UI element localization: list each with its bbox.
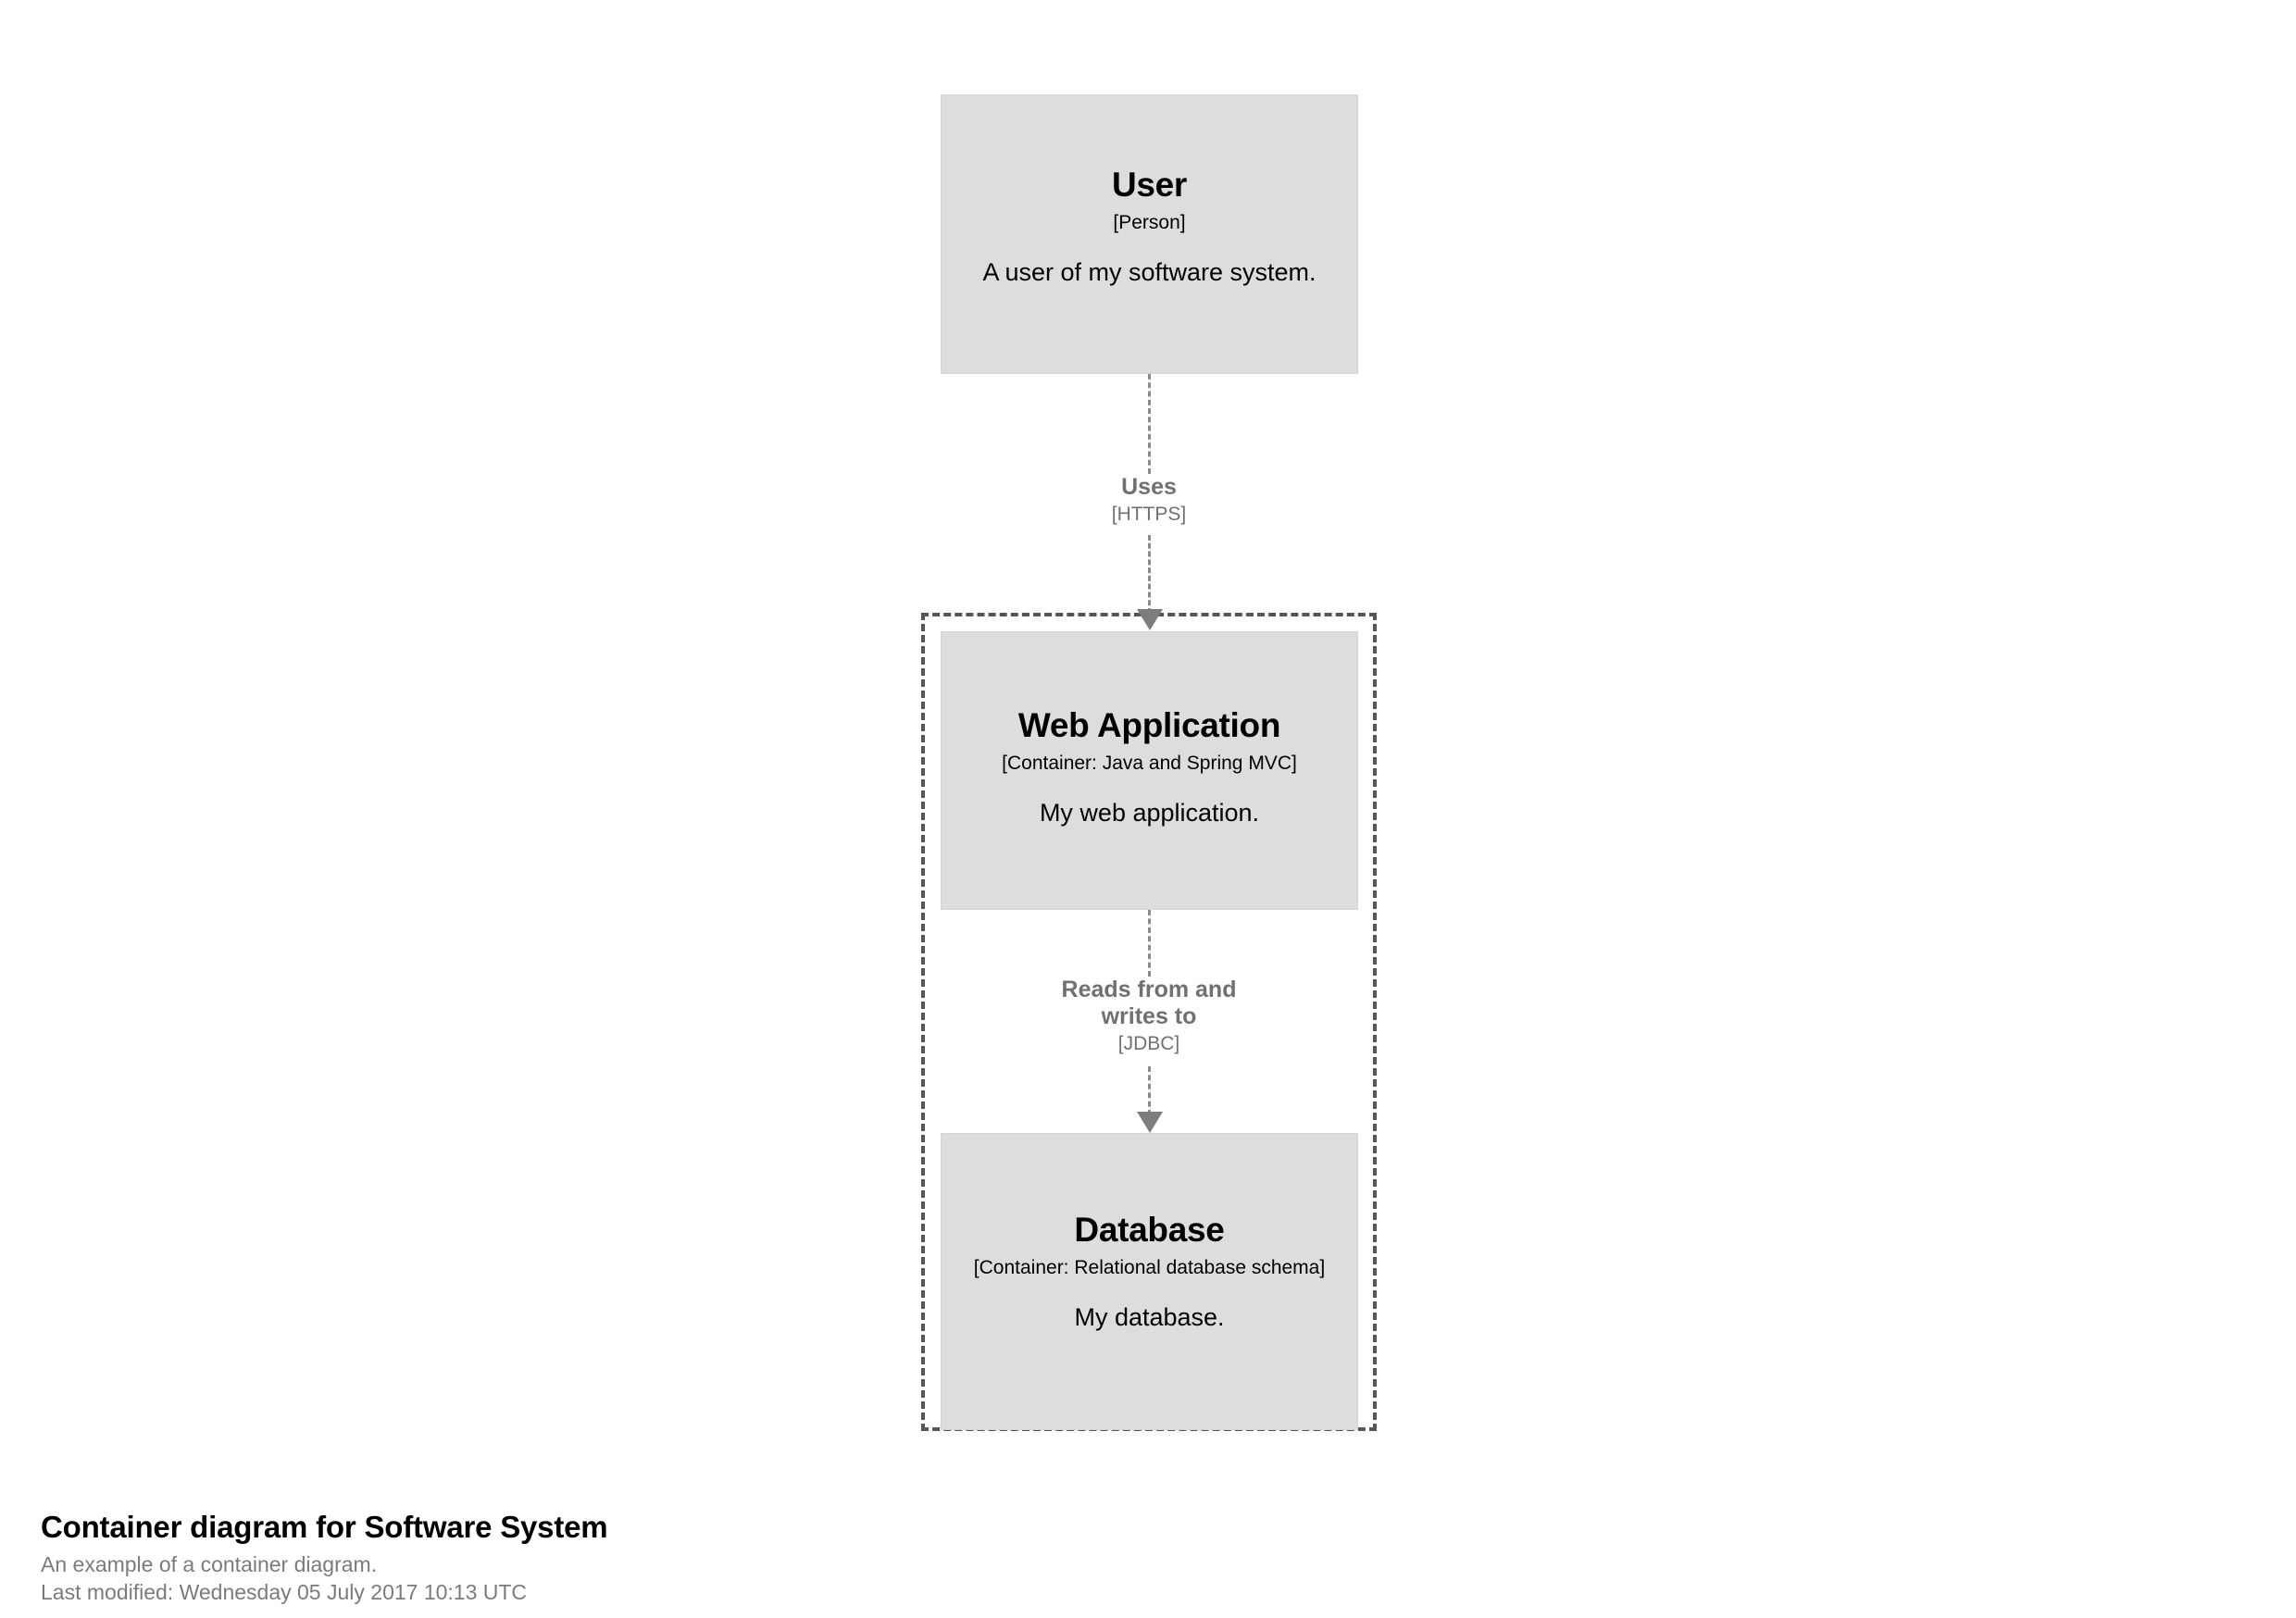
- relationship-description: Reads from and writes to: [1061, 977, 1237, 1029]
- relationship-line-uses-upper: [1148, 374, 1151, 474]
- element-description: My web application.: [1039, 798, 1260, 827]
- relationship-line-reads-writes-lower: [1148, 1066, 1151, 1115]
- element-description: My database.: [1074, 1302, 1225, 1331]
- element-description: A user of my software system.: [982, 257, 1316, 286]
- element-name: Web Application: [1017, 706, 1281, 744]
- relationship-label-reads-writes: Reads from and writes to [JDBC]: [1033, 977, 1265, 1056]
- element-database[interactable]: Database [Container: Relational database…: [941, 1133, 1358, 1430]
- caption-last-modified: Last modified: Wednesday 05 July 2017 10…: [41, 1580, 528, 1605]
- relationship-line-reads-writes-upper: [1148, 910, 1151, 977]
- element-user[interactable]: User [Person] A user of my software syst…: [941, 94, 1358, 374]
- relationship-technology: [JDBC]: [1117, 1033, 1180, 1054]
- relationship-label-uses: Uses [HTTPS]: [1033, 474, 1265, 527]
- arrowhead-icon: [1137, 1112, 1163, 1133]
- caption-description: An example of a container diagram.: [41, 1551, 378, 1576]
- element-technology: [Person]: [1113, 211, 1186, 233]
- relationship-description: Uses: [1121, 474, 1177, 500]
- arrowhead-icon: [1137, 609, 1163, 630]
- diagram-caption: Container diagram for Software System An…: [41, 1509, 1152, 1607]
- element-technology: [Container: Java and Spring MVC]: [1002, 752, 1297, 774]
- element-web-application[interactable]: Web Application [Container: Java and Spr…: [941, 631, 1358, 910]
- caption-title: Container diagram for Software System: [41, 1510, 608, 1544]
- element-technology: [Container: Relational database schema]: [973, 1256, 1326, 1278]
- relationship-technology: [HTTPS]: [1111, 504, 1187, 525]
- relationship-line-uses-lower: [1148, 535, 1151, 614]
- element-name: User: [1111, 166, 1188, 204]
- element-name: Database: [1074, 1211, 1225, 1249]
